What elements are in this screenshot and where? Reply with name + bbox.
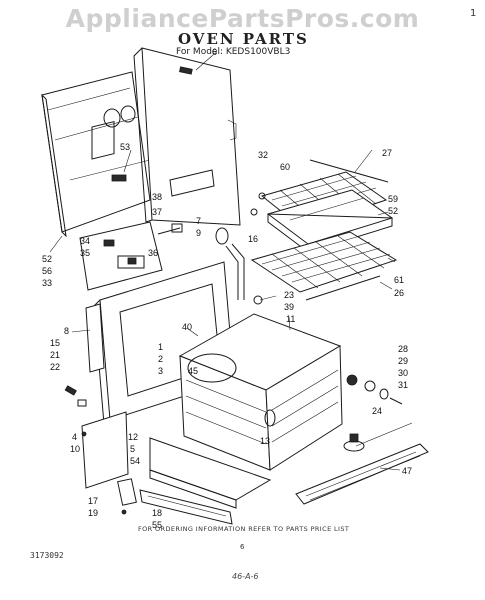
bake-element-terminal [343,433,365,452]
callout-33: 33 [42,278,52,288]
callout-16: 16 [248,234,258,244]
callout-34: 34 [80,236,90,246]
vent-tube [215,227,245,300]
callout-17: 17 [88,496,98,506]
callout-47: 47 [402,466,412,476]
callout-61: 61 [394,275,404,285]
callout-45: 45 [188,366,198,376]
callout-27: 27 [382,148,392,158]
callout-39: 39 [284,302,294,312]
callout-55: 55 [152,520,162,530]
callout-22: 22 [50,362,60,372]
callout-24: 24 [372,406,382,416]
callout-18: 18 [152,508,162,518]
page-title: OVEN PARTS [178,30,309,48]
side-mounting-bracket [81,411,137,515]
callout-4: 4 [72,432,77,442]
callout-leaders [49,54,413,471]
callout-40: 40 [182,322,192,332]
vent-grille-trim [295,443,429,505]
callout-13: 13 [260,436,270,446]
callout-23: 23 [284,290,294,300]
callout-37: 37 [152,207,162,217]
callout-21: 21 [50,350,60,360]
callout-6: 6 [212,47,217,57]
callout-9: 9 [196,228,201,238]
callout-30: 30 [398,368,408,378]
oven-light-assembly [346,374,403,405]
callout-15: 15 [50,338,60,348]
page-number: 6 [240,543,245,551]
ordering-note: FOR ORDERING INFORMATION REFER TO PARTS … [138,525,350,533]
watermark-logo: AppliancePartsPros.com [65,4,420,33]
outer-wrapper-panel [133,47,241,226]
callout-8: 8 [64,326,69,336]
terminal-block-assembly [79,221,183,291]
callout-56: 56 [42,266,52,276]
side-trim-panel [85,303,105,373]
callout-29: 29 [398,356,408,366]
callout-3: 3 [158,366,163,376]
callout-52b: 52 [388,206,398,216]
callout-5: 5 [130,444,135,454]
callout-labels: 6 53 38 37 7 9 34 35 36 52 56 33 32 60 2… [42,47,412,530]
rear-insulation-panel [41,71,151,238]
callout-59: 59 [388,194,398,204]
callout-10: 10 [70,444,80,454]
callout-12: 12 [128,432,138,442]
corner-mark: 1 [470,8,477,19]
callout-54: 54 [130,456,140,466]
callout-1: 1 [158,342,163,352]
oven-liner [178,313,343,471]
callout-36: 36 [148,248,158,258]
model-number: For Model: KEDS100VBL3 [176,47,291,57]
callout-52a: 52 [42,254,52,264]
callout-53: 53 [120,142,130,152]
callout-2: 2 [158,354,163,364]
oven-base-tray [139,437,272,525]
document-code: 3173092 [30,551,64,560]
oven-rack-lower [250,231,398,301]
callout-60: 60 [280,162,290,172]
callout-7: 7 [196,216,201,226]
callout-35: 35 [80,248,90,258]
callout-19: 19 [88,508,98,518]
bottom-code: 46-A-6 [232,572,259,581]
callout-38: 38 [152,192,162,202]
callout-31: 31 [398,380,408,390]
callout-11: 11 [286,314,295,324]
callout-28: 28 [398,344,408,354]
hardware-pieces [64,192,266,437]
callout-26: 26 [394,288,404,298]
callout-32: 32 [258,150,268,160]
